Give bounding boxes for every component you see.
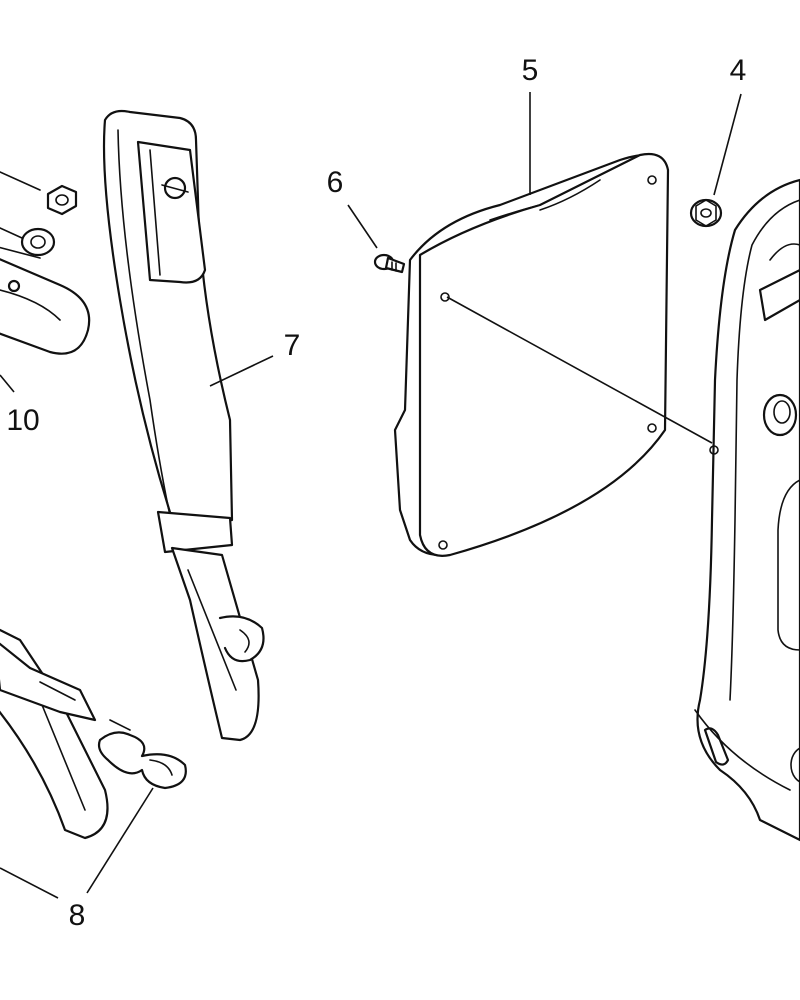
- frame-mount-point: [709, 445, 719, 455]
- leader-8b: [0, 867, 59, 899]
- leader-10: [0, 374, 15, 393]
- part-6-screw: [373, 253, 406, 274]
- part-4-flange-nut: [689, 198, 723, 228]
- leader-4: [713, 93, 742, 196]
- part-8-strap-with-snap-clip: [0, 628, 187, 840]
- callout-5: 5: [522, 54, 539, 87]
- callout-10: 10: [6, 404, 39, 437]
- backpack-frame: [694, 178, 800, 842]
- leader-7: [209, 355, 274, 387]
- part-10-strap-with-hardware: [0, 171, 91, 355]
- callout-4: 4: [730, 54, 747, 87]
- callout-8: 8: [69, 899, 86, 932]
- leader-5-panel-to-frame: [446, 296, 713, 444]
- leader-8a: [86, 787, 154, 894]
- part-5-back-panel: [393, 152, 670, 557]
- leader-lines: [0, 92, 742, 899]
- leader-6: [347, 204, 378, 249]
- callouts: 4 5 6 7 8 10: [6, 54, 746, 932]
- part-7-shoulder-strap: [102, 109, 265, 742]
- callout-7: 7: [284, 329, 301, 362]
- callout-6: 6: [327, 166, 344, 199]
